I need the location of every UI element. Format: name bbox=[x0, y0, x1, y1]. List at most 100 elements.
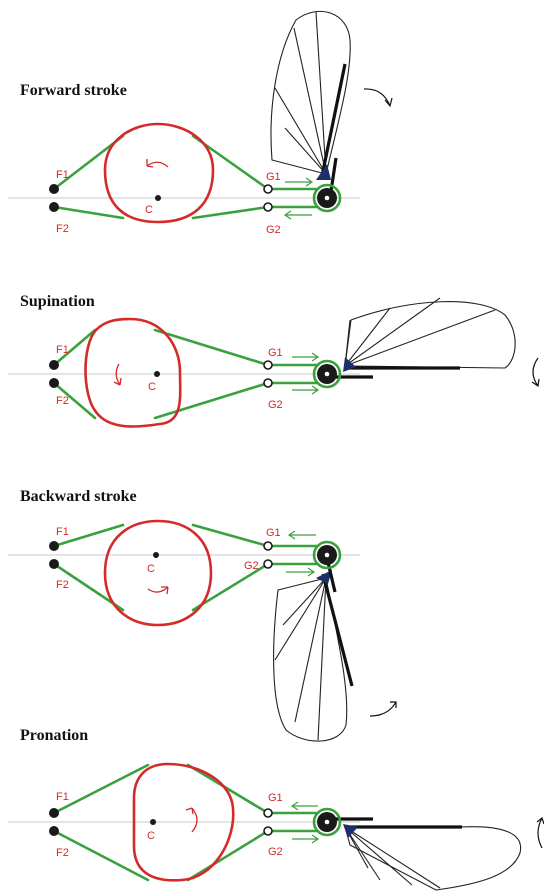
guide-ring-g1 bbox=[263, 184, 273, 194]
anchor-pin-f2 bbox=[49, 559, 59, 569]
anchor-pin-f1 bbox=[49, 360, 59, 370]
rotation-arrow bbox=[147, 586, 169, 595]
label-g1: G1 bbox=[268, 347, 283, 359]
panel-backward-stroke: Backward stroke C F1 F2 G1 G2 bbox=[8, 488, 397, 742]
wing-base-triangle bbox=[316, 164, 331, 180]
center-pin bbox=[153, 552, 159, 558]
wing bbox=[335, 817, 522, 891]
wing-vein bbox=[344, 307, 391, 367]
label-g2: G2 bbox=[268, 399, 283, 411]
wing-vein bbox=[293, 27, 327, 175]
belt-segment bbox=[52, 381, 97, 420]
rotation-arrow bbox=[113, 363, 122, 386]
guide-ring-g2 bbox=[263, 826, 273, 836]
belt-direction-arrow bbox=[286, 567, 316, 577]
label-f2: F2 bbox=[56, 223, 69, 235]
wing-base-triangle bbox=[316, 570, 332, 584]
output-pulley-axle bbox=[324, 371, 330, 377]
anchor-pin-f1 bbox=[49, 808, 59, 818]
rotation-arrow bbox=[146, 159, 169, 168]
phase-title: Pronation bbox=[20, 727, 88, 744]
wing-vein bbox=[344, 297, 441, 367]
belt-segment bbox=[52, 763, 150, 815]
belt-direction-arrow bbox=[292, 385, 320, 395]
wing-leading-spar bbox=[321, 573, 354, 687]
center-pin bbox=[154, 371, 160, 377]
guide-ring-g2 bbox=[263, 202, 273, 212]
output-pulley-belt bbox=[312, 807, 342, 837]
guide-ring-g1 bbox=[263, 808, 273, 818]
drive-pulley bbox=[103, 122, 215, 224]
anchor-pin-f2 bbox=[49, 826, 59, 836]
wing-vein bbox=[317, 577, 327, 741]
anchor-pin-f2 bbox=[49, 202, 59, 212]
motion-arrow bbox=[369, 701, 397, 717]
wing bbox=[270, 10, 351, 192]
wing-vein bbox=[344, 826, 413, 886]
wing-vein bbox=[294, 577, 327, 723]
label-g1: G1 bbox=[266, 527, 281, 539]
label-f2: F2 bbox=[56, 847, 69, 859]
wing-vein bbox=[315, 11, 327, 175]
output-pulley-belt bbox=[312, 183, 342, 213]
belt-segment bbox=[186, 829, 320, 882]
drive-pulley bbox=[84, 317, 182, 428]
output-pulley-belt bbox=[312, 540, 342, 570]
label-g2: G2 bbox=[244, 560, 259, 572]
belt-segment bbox=[52, 328, 97, 367]
phase-title: Backward stroke bbox=[20, 488, 137, 505]
guide-ring-g1 bbox=[263, 360, 273, 370]
wing-vein bbox=[344, 826, 381, 881]
wing-vein bbox=[274, 87, 327, 175]
label-f1: F1 bbox=[56, 526, 69, 538]
guide-ring-g2 bbox=[263, 559, 273, 569]
motion-arrow bbox=[536, 816, 544, 849]
output-pulley-axle bbox=[324, 195, 330, 201]
belt-direction-arrow bbox=[283, 210, 312, 220]
phase-title: Supination bbox=[20, 293, 95, 310]
belt-segment bbox=[52, 205, 125, 220]
label-f1: F1 bbox=[56, 791, 69, 803]
panel-forward-stroke: Forward stroke C F1 F2 bbox=[8, 10, 393, 236]
drive-pulley bbox=[132, 762, 235, 882]
label-f2: F2 bbox=[56, 579, 69, 591]
belt-segment bbox=[191, 205, 320, 220]
belt-segment bbox=[52, 523, 125, 548]
label-g2: G2 bbox=[268, 846, 283, 858]
wing-membrane bbox=[344, 826, 522, 891]
label-g1: G1 bbox=[268, 792, 283, 804]
phase-title: Forward stroke bbox=[20, 82, 127, 99]
belt-direction-arrow bbox=[290, 801, 318, 811]
belt-direction-arrow bbox=[285, 177, 314, 187]
label-g1: G1 bbox=[266, 171, 281, 183]
motion-arrow bbox=[363, 88, 393, 108]
wing bbox=[273, 557, 354, 742]
belt-direction-arrow bbox=[287, 530, 316, 540]
label-g2: G2 bbox=[266, 224, 281, 236]
motion-arrow bbox=[531, 357, 540, 388]
guide-ring-g1 bbox=[263, 541, 273, 551]
guide-ring-g2 bbox=[263, 378, 273, 388]
output-pulley-axle bbox=[324, 819, 330, 825]
panel-pronation: Pronation C F1 F2 G1 G2 bbox=[8, 727, 544, 891]
wing-vein bbox=[282, 577, 327, 626]
label-c: C bbox=[148, 381, 156, 393]
wing-base-triangle bbox=[343, 824, 358, 838]
wing-base-triangle bbox=[343, 357, 356, 372]
output-pulley-axle bbox=[324, 552, 330, 558]
drive-pulley bbox=[103, 519, 213, 627]
wing-leading-spar bbox=[320, 63, 347, 177]
belt-segment bbox=[52, 829, 150, 882]
wing-membrane bbox=[273, 577, 348, 742]
wing-vein bbox=[344, 826, 441, 889]
label-c: C bbox=[145, 204, 153, 216]
anchor-pin-f1 bbox=[49, 184, 59, 194]
output-pulley-belt bbox=[312, 359, 342, 389]
wing bbox=[335, 297, 516, 379]
center-pin bbox=[155, 195, 161, 201]
label-c: C bbox=[147, 830, 155, 842]
label-f2: F2 bbox=[56, 395, 69, 407]
wing-vein bbox=[284, 127, 327, 175]
center-pin bbox=[150, 819, 156, 825]
